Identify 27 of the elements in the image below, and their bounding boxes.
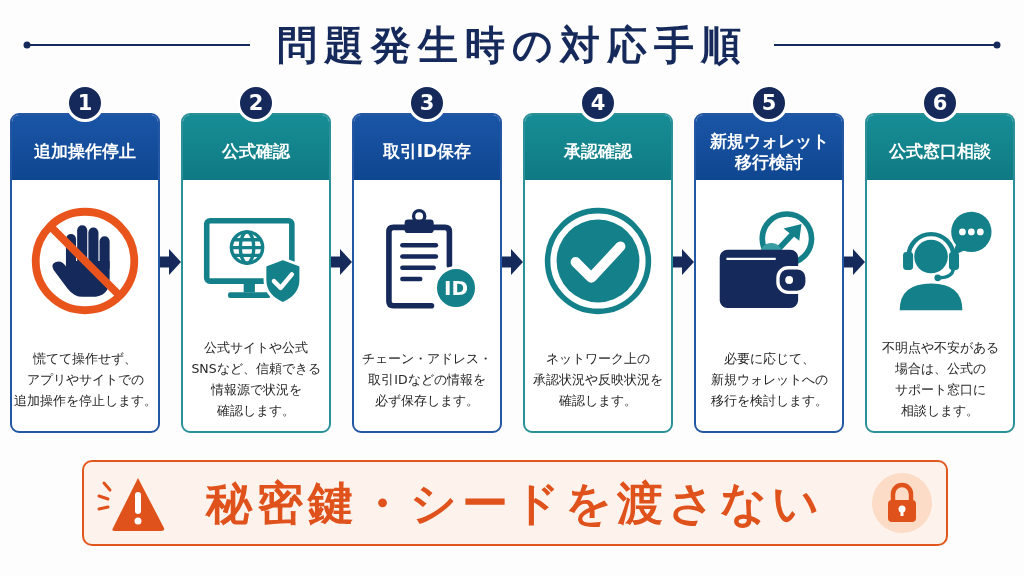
header-band: 取引ID保存 (354, 115, 500, 180)
number-badge: 2 (237, 84, 275, 122)
step-description: チェーン・アドレス・取引IDなどの情報を必ず保存します。 (361, 349, 493, 410)
number-badge: 1 (66, 84, 104, 122)
arrow (160, 249, 181, 275)
step-description: 必要に応じて、新規ウォレットへの移行を検討します。 (709, 349, 829, 410)
number-badge: 5 (750, 84, 788, 122)
number-badge: 3 (408, 84, 446, 122)
step-description: 慌てて操作せず、アプリやサイトでの追加操作を停止します。 (12, 349, 158, 410)
step-description: 公式サイトや公式SNSなど、信頼できる情報源で状況を確認します。 (190, 339, 322, 420)
warning-text: 秘密鍵・シードを渡さない (206, 477, 824, 529)
header-band: 新規ウォレット移行検討 (696, 115, 842, 180)
header-band: 公式確認 (183, 115, 329, 180)
arrow (502, 249, 523, 275)
warning-banner (82, 460, 948, 546)
header-band: 追加操作停止 (12, 115, 158, 180)
number-badge: 6 (921, 84, 959, 122)
step-description: 不明点や不安がある場合は、公式のサポート窓口に相談します。 (880, 339, 1000, 420)
arrow (673, 249, 694, 275)
number-badge: 4 (579, 84, 617, 122)
header-band: 公式窓口相談 (867, 115, 1013, 180)
arrow (331, 249, 352, 275)
header-band: 承認確認 (525, 115, 671, 180)
step-description: ネットワーク上の承認状況や反映状況を確認します。 (532, 349, 664, 410)
arrow (844, 249, 865, 275)
title: 問題発生時の対応手順 (276, 21, 748, 70)
id-badge: ID (434, 266, 478, 310)
